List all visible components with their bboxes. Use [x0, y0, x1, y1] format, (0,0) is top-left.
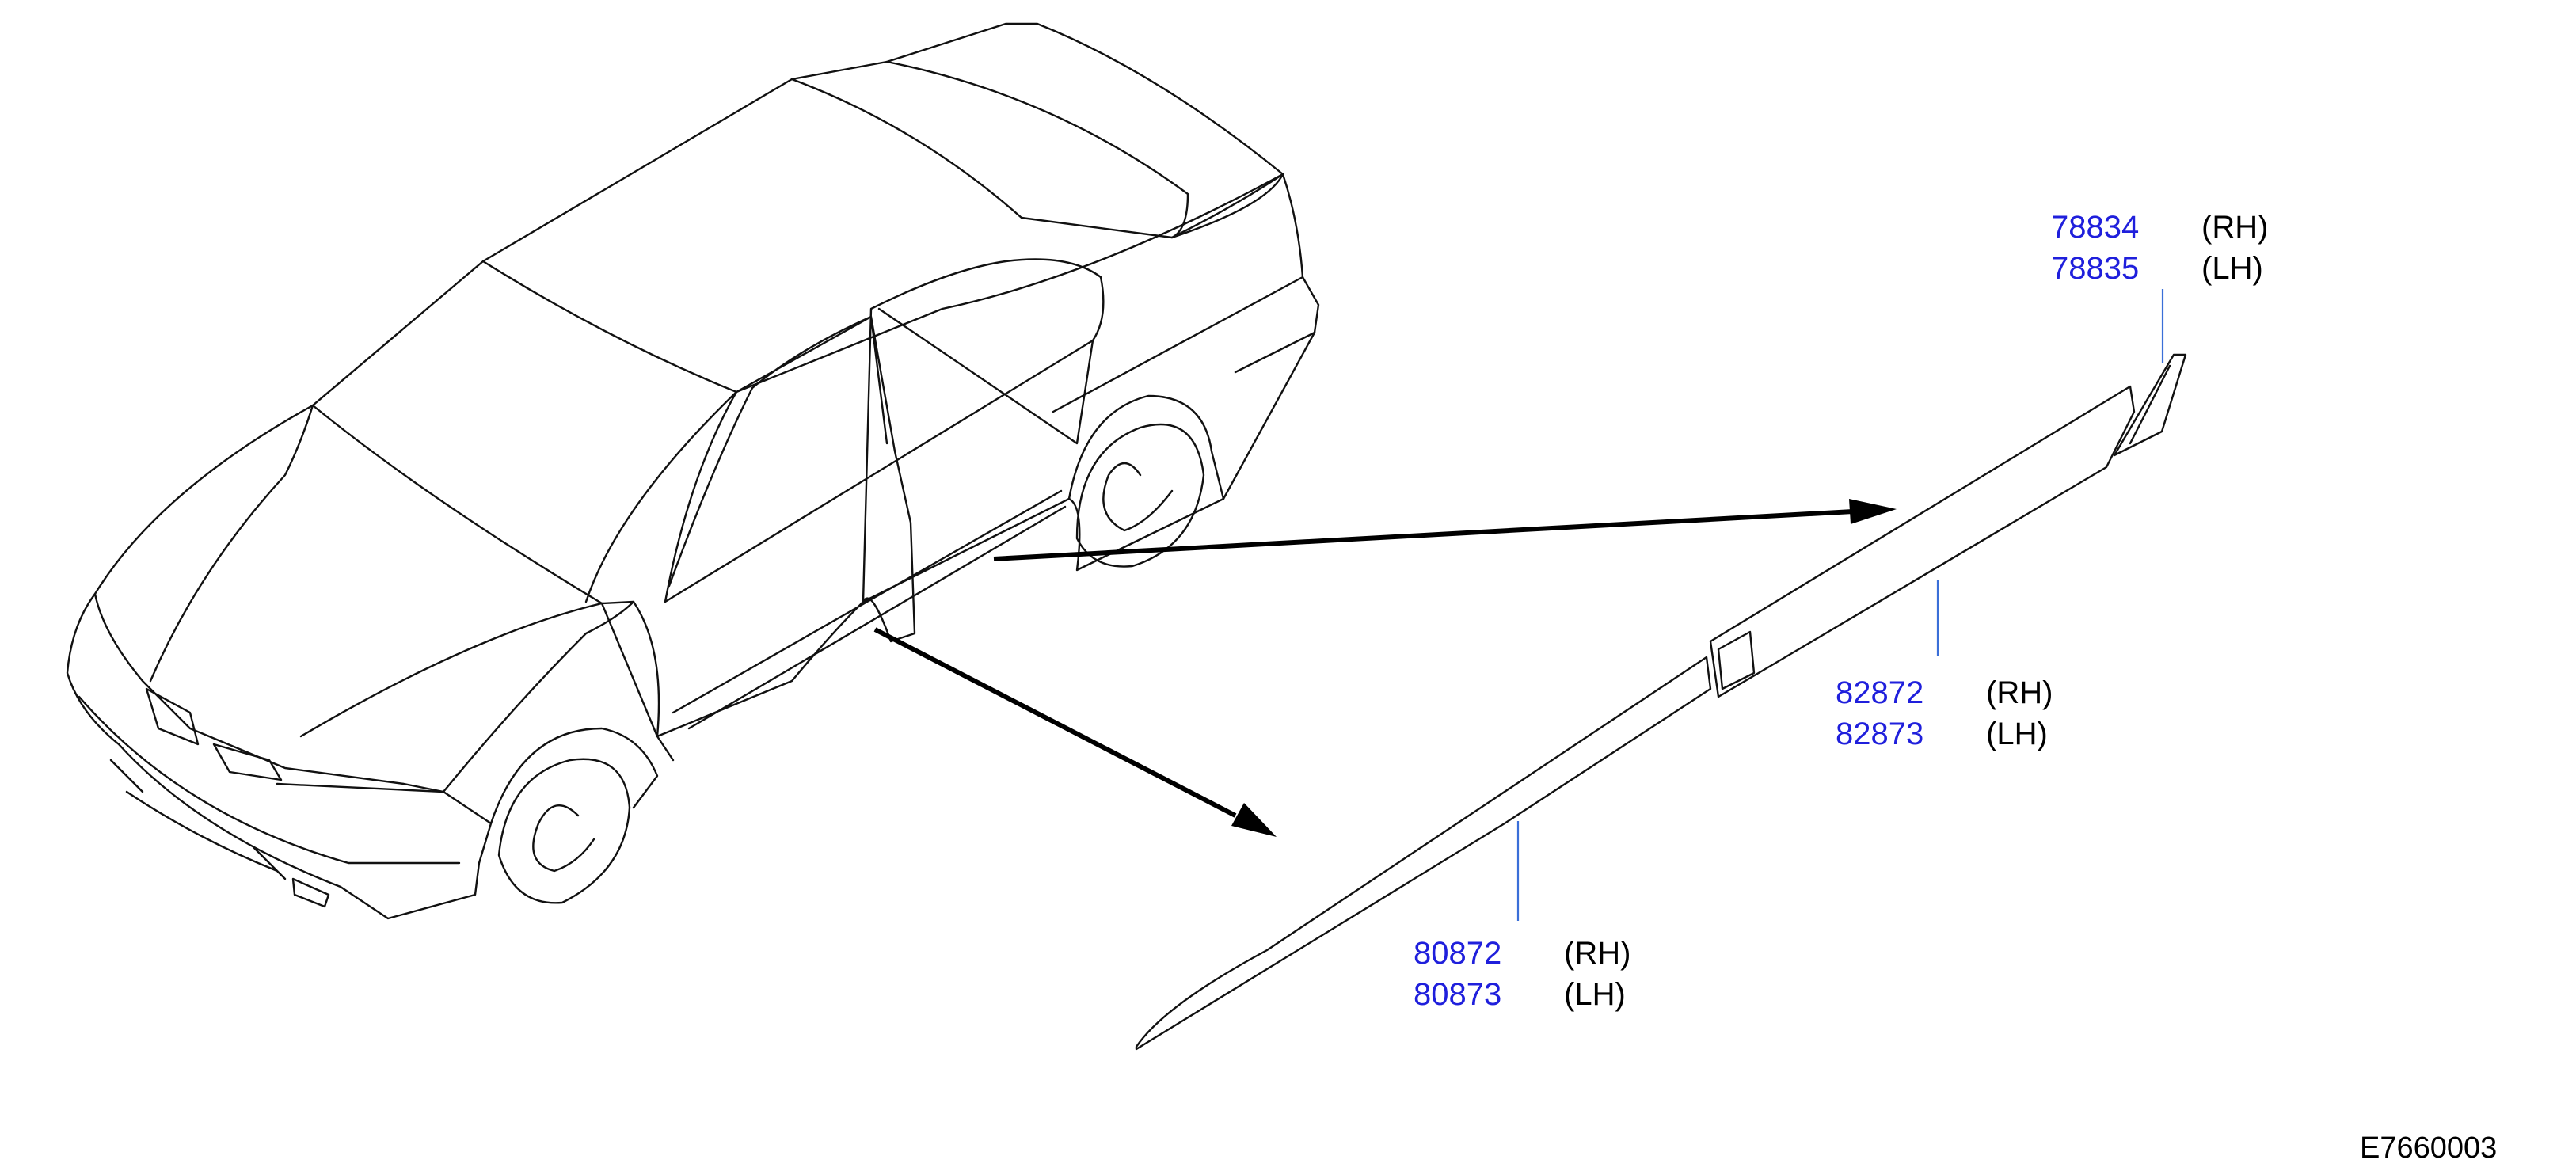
part-number-82872[interactable]: 82872 [1836, 675, 1923, 710]
car-front-wheel [489, 727, 659, 904]
callout-front-door-molding: 80872 (RH) 80873 (LH) [1414, 936, 1630, 1012]
front-door-molding[interactable] [1135, 656, 1712, 1051]
side-tag-78834: (RH) [2201, 210, 2268, 245]
leader-lines [1516, 289, 2164, 921]
car-side-body [600, 258, 1316, 762]
car-rear-window [790, 60, 1284, 239]
illustration-code: E7660003 [2360, 1131, 2497, 1165]
car-roof [311, 22, 1284, 603]
side-tag-82872: (RH) [1986, 675, 2053, 710]
part-number-80873[interactable]: 80873 [1414, 977, 1501, 1012]
car-windshield [311, 260, 738, 605]
front-door-molding-shape[interactable] [1135, 656, 1712, 1051]
arrow-to-rear-molding [993, 509, 1854, 561]
side-tag-80872: (RH) [1564, 936, 1630, 971]
quarter-molding[interactable] [2113, 353, 2187, 457]
arrowhead-front [1231, 803, 1277, 837]
side-tag-82873: (LH) [1986, 717, 2048, 751]
car-trunk [1052, 173, 1320, 413]
rear-door-molding-end-cap [1717, 630, 1756, 690]
rear-door-molding[interactable] [1709, 385, 2136, 698]
car-illustration [66, 22, 1320, 920]
callout-rear-door-molding: 82872 (RH) 82873 (LH) [1836, 675, 2053, 751]
arrowhead-rear [1849, 499, 1897, 524]
part-number-78834[interactable]: 78834 [2051, 210, 2139, 245]
car-front-bumper [66, 592, 493, 920]
part-number-78835[interactable]: 78835 [2051, 251, 2139, 286]
rear-door-molding-shape[interactable] [1709, 385, 2136, 698]
side-tag-78835: (LH) [2201, 251, 2263, 286]
pointer-arrows [873, 499, 1897, 837]
arrow-to-front-molding [873, 627, 1237, 818]
car-hood [93, 404, 635, 793]
side-tag-80873: (LH) [1564, 977, 1626, 1012]
part-number-80872[interactable]: 80872 [1414, 936, 1501, 971]
callout-quarter-molding: 78834 (RH) 78835 (LH) [2051, 210, 2268, 286]
car-rear-wheel [1067, 394, 1225, 568]
part-number-82873[interactable]: 82873 [1836, 717, 1923, 751]
quarter-molding-shape[interactable] [2113, 353, 2187, 457]
